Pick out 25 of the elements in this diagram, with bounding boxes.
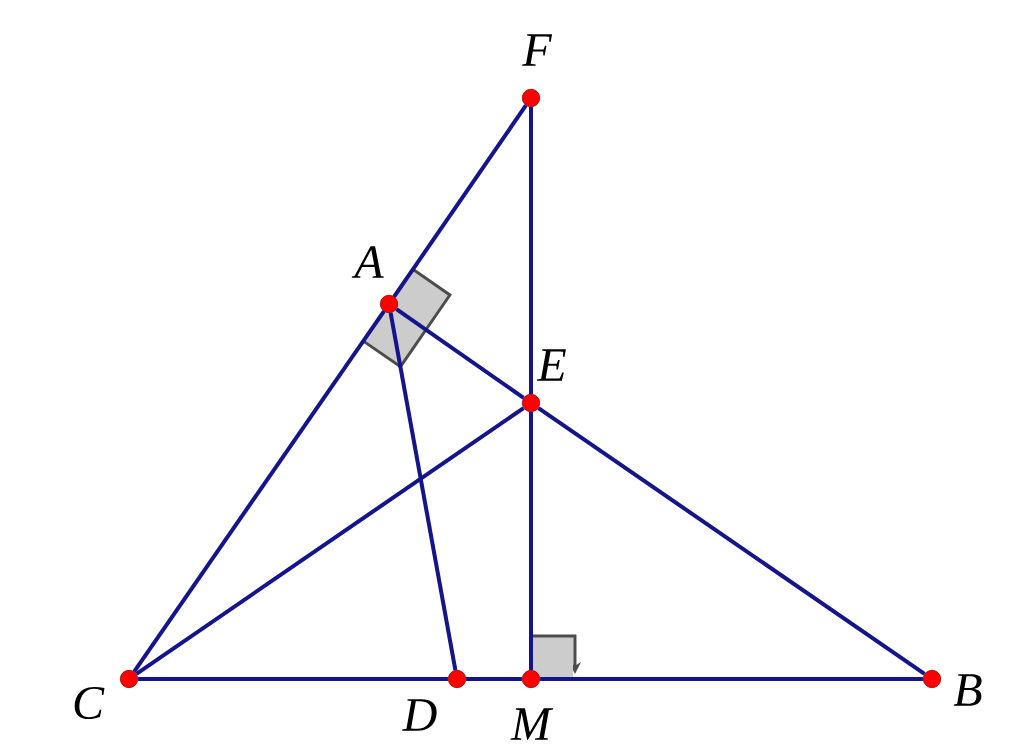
line-segment [132, 310, 386, 673]
line-segment [537, 406, 926, 676]
point-label: F [522, 34, 553, 66]
line-segment [135, 406, 525, 676]
point-label: M [510, 708, 554, 740]
point [521, 393, 541, 413]
point-label: B [953, 674, 982, 706]
line-segment [529, 412, 533, 670]
point [379, 294, 399, 314]
line-segment [466, 677, 522, 681]
point [922, 669, 942, 689]
point-label: C [74, 686, 105, 720]
point [447, 669, 467, 689]
point [521, 88, 541, 108]
line-segment [138, 677, 448, 681]
point [119, 669, 139, 689]
point-label: A [351, 246, 384, 278]
line-segment [388, 312, 458, 671]
line-segment [392, 104, 528, 298]
point-label: D [402, 699, 437, 731]
line-segment [529, 107, 533, 394]
point [521, 669, 541, 689]
line-segment [540, 677, 923, 681]
point-label: E [536, 349, 566, 381]
line-segment [395, 307, 525, 400]
